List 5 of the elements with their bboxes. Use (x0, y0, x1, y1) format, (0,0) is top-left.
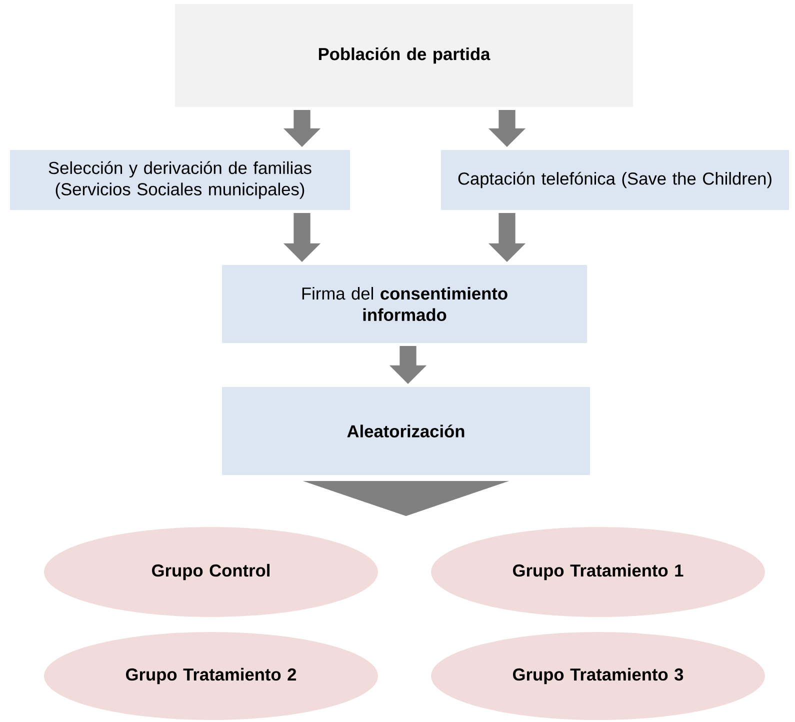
process-box: Selección y derivación de familias (Servicios Sociales municipales) (10, 150, 350, 210)
process-box: Captación telefónica (Save the Children) (441, 150, 789, 210)
process-box: Población de partida (175, 4, 633, 107)
process-box: Aleatorización (222, 387, 590, 475)
process-box: Firma del consentimiento informado (222, 265, 588, 343)
